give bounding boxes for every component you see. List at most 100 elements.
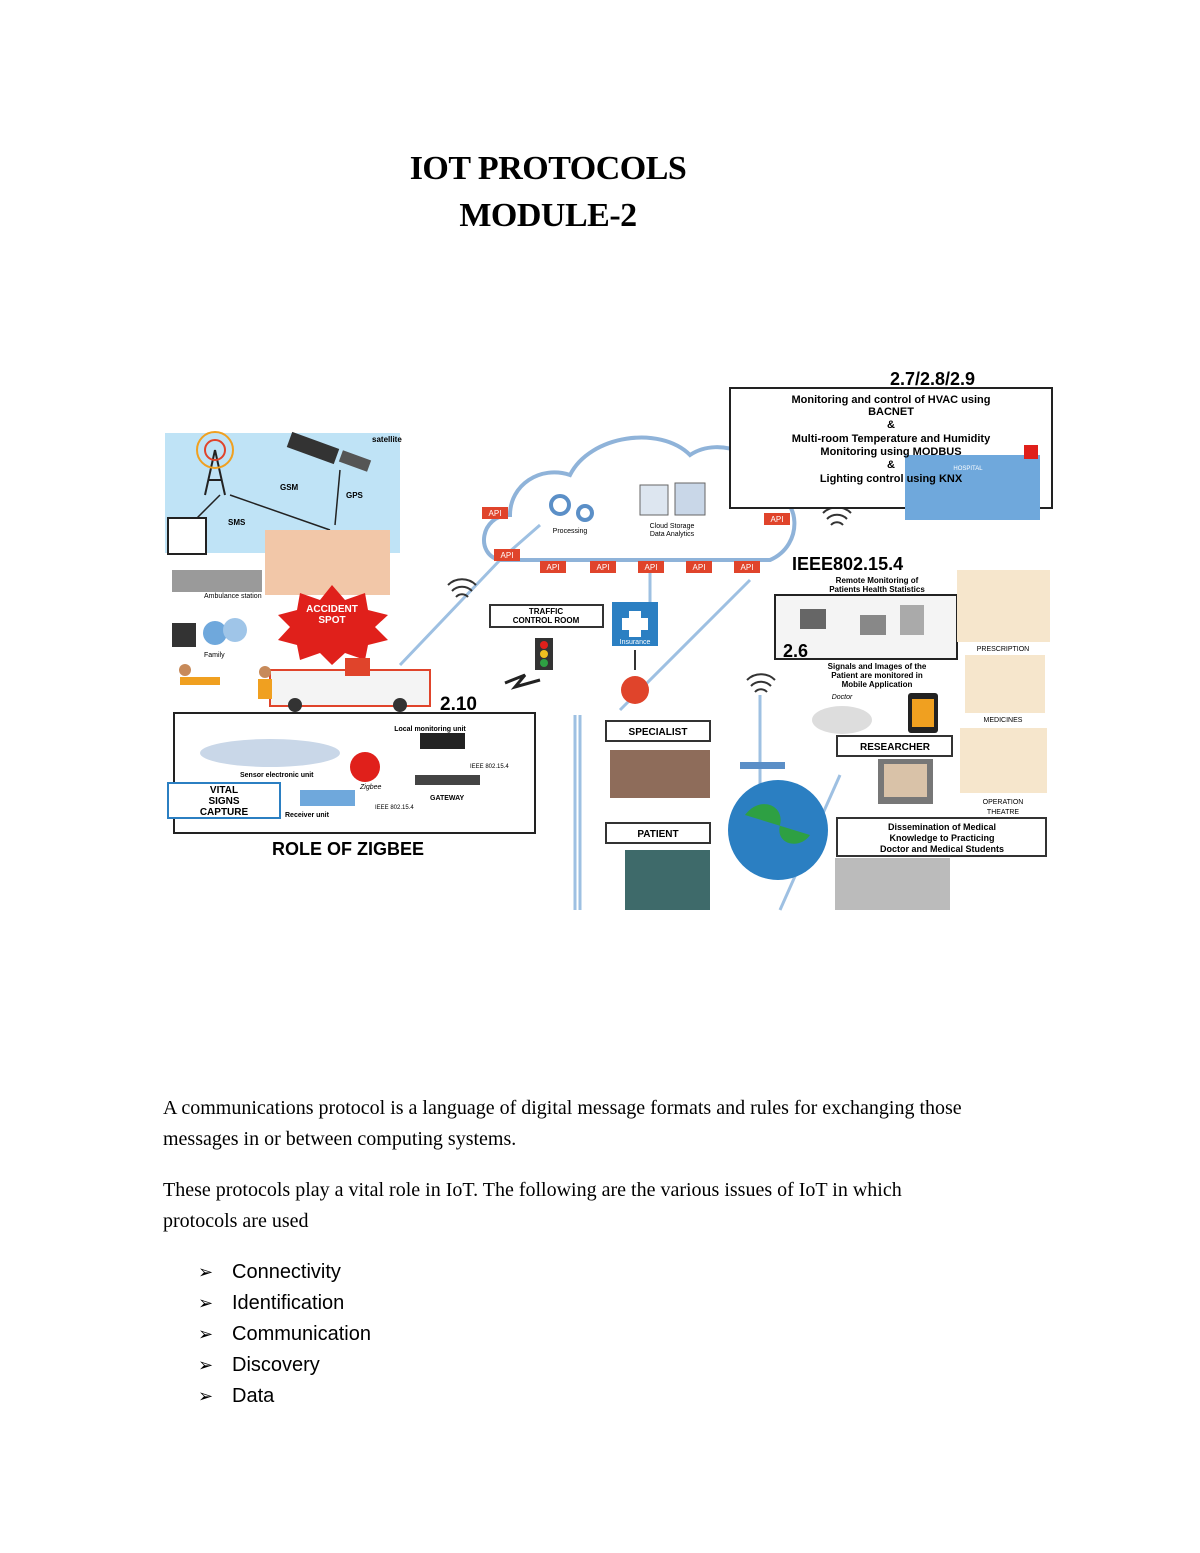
receiver-icon (300, 790, 355, 806)
operation-theatre-panel (960, 728, 1047, 793)
globe-icon (728, 780, 828, 880)
person-icons (179, 664, 272, 699)
server-icon (900, 605, 924, 635)
issues-list: ➢Connectivity ➢Identification ➢Communica… (198, 1257, 371, 1412)
specialist-image (610, 750, 710, 798)
accident-label-2: SPOT (318, 615, 345, 626)
ieee-title: IEEE802.15.4 (792, 554, 903, 574)
medicines-label: MEDICINES (984, 717, 1023, 724)
hvac-line-4: Monitoring using MODBUS (820, 446, 961, 458)
wifi-icon (746, 673, 776, 693)
wifi-icon (447, 578, 477, 598)
api-tag: API (693, 563, 706, 572)
arrow-bullet-icon: ➢ (198, 1324, 214, 1344)
remote-line-2: Patients Health Statistics (829, 585, 925, 594)
data-analytics-label: Data Analytics (650, 531, 695, 538)
family-icon (172, 618, 247, 647)
api-tags: API API API API API API API API (482, 507, 790, 573)
vital-label-2: SIGNS (208, 796, 239, 807)
remote-line-1: Remote Monitoring of (836, 576, 919, 585)
signals-line-3: Mobile Application (842, 680, 913, 689)
ambulance-scene (265, 530, 390, 595)
list-item: ➢Communication (198, 1319, 371, 1350)
receiver-unit-label: Receiver unit (285, 812, 330, 819)
laptop-icon (420, 733, 465, 749)
database-icon (639, 482, 706, 516)
api-tag: API (771, 515, 784, 524)
satellite-small-icon (740, 762, 785, 769)
accident-star-icon (278, 585, 388, 665)
hvac-line-5: Lighting control using KNX (820, 473, 963, 485)
gateway-icon (415, 775, 480, 785)
insurance-label: Insurance (620, 639, 651, 646)
arrow-bullet-icon: ➢ (198, 1262, 214, 1282)
hvac-line-3: Multi-room Temperature and Humidity (792, 433, 991, 445)
dissem-line-2: Knowledge to Practicing (889, 833, 994, 843)
label-2-6: 2.6 (783, 641, 808, 661)
doctor-label: Doctor (832, 694, 853, 701)
hvac-amp-2: & (887, 459, 895, 471)
arrow-bullet-icon: ➢ (198, 1355, 214, 1375)
list-item: ➢Identification (198, 1288, 371, 1319)
processing-label: Processing (553, 528, 588, 535)
operation-label-2: THEATRE (987, 809, 1019, 816)
traffic-label-1: TRAFFIC (529, 607, 563, 616)
page-title: IOT PROTOCOLS (409, 150, 687, 187)
gateway-label: GATEWAY (430, 795, 465, 802)
researcher-label: RESEARCHER (860, 742, 931, 753)
gsm-label: GSM (280, 483, 299, 492)
prescription-panel (957, 570, 1050, 642)
vital-signs-box (167, 782, 281, 819)
arrow-bullet-icon: ➢ (198, 1386, 214, 1406)
local-monitoring-label: Local monitoring unit (394, 726, 466, 733)
wifi-icon (822, 506, 852, 526)
satellite-icon (286, 431, 372, 472)
sensor-unit-label: Sensor electronic unit (240, 772, 314, 779)
doctor-icon (812, 706, 872, 734)
patient-image (625, 850, 710, 910)
ambulance-station-icon (172, 570, 262, 592)
dissem-line-1: Dissemination of Medical (888, 822, 996, 832)
computer-icon (800, 609, 826, 629)
sms-label: SMS (228, 518, 246, 527)
satellite-label: satellite (372, 435, 402, 444)
api-tag: API (547, 563, 560, 572)
accident-label-1: ACCIDENT (306, 604, 358, 615)
family-label: Family (204, 652, 225, 659)
zigbee-small-label: Zigbee (359, 784, 382, 791)
hospital-icon (905, 455, 1040, 520)
vital-label-1: VITAL (210, 785, 238, 796)
dissemination-box (836, 817, 1047, 857)
list-item: ➢Discovery (198, 1350, 371, 1381)
api-tag: API (597, 563, 610, 572)
ambulance-station-label: Ambulance station (204, 593, 262, 600)
operation-label-1: OPERATION (983, 799, 1024, 806)
traffic-label-2: CONTROL ROOM (513, 616, 580, 625)
ieee-small-label-1: IEEE 802.15.4 (470, 764, 509, 770)
computer-icon (860, 615, 886, 635)
lightning-icon (504, 673, 541, 690)
prescription-label: PRESCRIPTION (977, 646, 1030, 653)
specialist-box (605, 720, 711, 742)
dissem-line-3: Doctor and Medical Students (880, 844, 1004, 854)
api-tag: API (489, 509, 502, 518)
paragraph-definition: A communications protocol is a language … (163, 1097, 962, 1150)
signals-line-2: Patient are monitored in (831, 671, 923, 680)
traffic-control-box (489, 604, 604, 628)
doctor-computer-image (835, 858, 950, 910)
api-tag: API (501, 551, 514, 560)
arrow-bullet-icon: ➢ (198, 1293, 214, 1313)
patient-box (605, 822, 711, 844)
hvac-line-1: Monitoring and control of HVAC using (792, 394, 991, 406)
gps-label: GPS (346, 491, 364, 500)
api-tag: API (741, 563, 754, 572)
api-tag: API (645, 563, 658, 572)
hvac-ref-label: 2.7/2.8/2.9 (890, 369, 975, 389)
traffic-light-icon (535, 638, 553, 670)
vital-label-3: CAPTURE (200, 807, 249, 818)
signals-line-1: Signals and Images of the (828, 662, 927, 671)
medicines-panel (965, 655, 1045, 713)
specialist-label: SPECIALIST (629, 727, 688, 738)
role-of-zigbee-label: ROLE OF ZIGBEE (272, 839, 424, 859)
label-2-10: 2.10 (440, 694, 477, 715)
